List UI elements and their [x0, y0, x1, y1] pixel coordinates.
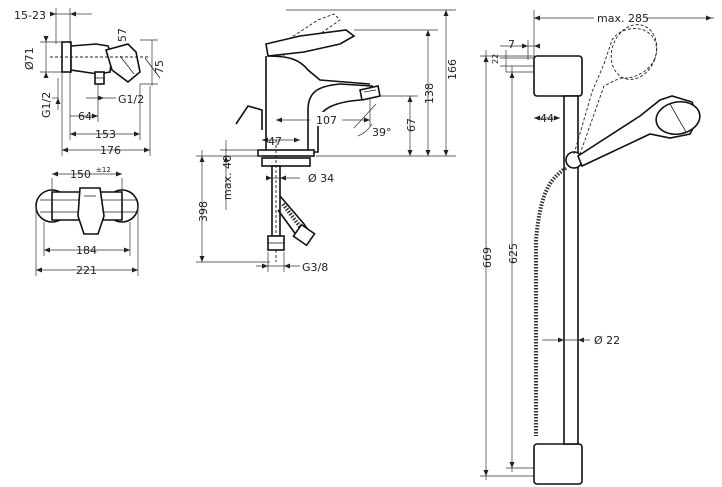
dim-thread-g38-label: G3/8 [302, 261, 328, 274]
mixer-body [70, 43, 113, 75]
basin-tap-view: 166 138 67 107 39° 47 Ø 34 [196, 9, 459, 274]
lower-wall-bracket [533, 443, 583, 485]
dim-height-label: 75 [153, 60, 166, 74]
dim-138-label: 138 [423, 83, 436, 104]
dim-47-label: 47 [268, 135, 282, 148]
dim-thread-left-label: G1/2 [40, 92, 53, 118]
dim-669-label: 669 [481, 247, 494, 268]
shower-mixer-front-view: 150 ±12 184 221 [35, 166, 139, 277]
dim-diameter-22-label: Ø 22 [594, 334, 620, 347]
dim-diameter-34-label: Ø 34 [308, 172, 334, 185]
dim-625-label: 625 [507, 243, 520, 264]
tap-mounting-nut [261, 157, 311, 167]
dim-176-label: 176 [100, 144, 121, 157]
shower-rail [563, 95, 579, 445]
shower-rail-set-view: max. 285 7 22 44 [480, 10, 714, 485]
shower-hose [534, 166, 568, 436]
dim-166-label: 166 [446, 59, 459, 80]
tap-base [257, 149, 315, 157]
mixer-lever [104, 43, 141, 84]
dim-max285-label: max. 285 [597, 12, 649, 25]
tap-hose-fitting-right [292, 223, 316, 247]
dim-153-label: 153 [95, 128, 116, 141]
pop-up-rod [235, 105, 263, 130]
tap-body [265, 56, 378, 153]
dim-39-label: 39° [372, 126, 392, 139]
dim-150-label: 150 [70, 168, 91, 181]
dim-150-tolerance: ±12 [96, 166, 111, 174]
dim-64-label: 64 [78, 110, 92, 123]
dim-184-label: 184 [76, 244, 97, 257]
mixer-front-lever [77, 187, 105, 235]
dim-angle-label: 57 [116, 28, 129, 42]
upper-wall-bracket [533, 55, 583, 97]
dim-22-label: 22 [491, 54, 500, 64]
dim-thread-right-label: G1/2 [118, 93, 144, 106]
dim-max40-label: max. 40 [221, 155, 234, 200]
dim-diameter-label: Ø71 [23, 47, 36, 70]
dim-offset-label: 15-23 [14, 9, 46, 22]
dim-44-label: 44 [540, 112, 554, 125]
tap-lever [265, 29, 356, 57]
shower-mixer-side-view: 15-23 Ø71 57 75 G1/2 G1/2 [14, 8, 166, 157]
dim-221-label: 221 [76, 264, 97, 277]
hand-shower-alt-position [573, 28, 657, 155]
dim-398-label: 398 [197, 201, 210, 222]
dim-7-label: 7 [508, 38, 515, 51]
dim-107-label: 107 [316, 114, 337, 127]
dim-67-label: 67 [405, 118, 418, 132]
